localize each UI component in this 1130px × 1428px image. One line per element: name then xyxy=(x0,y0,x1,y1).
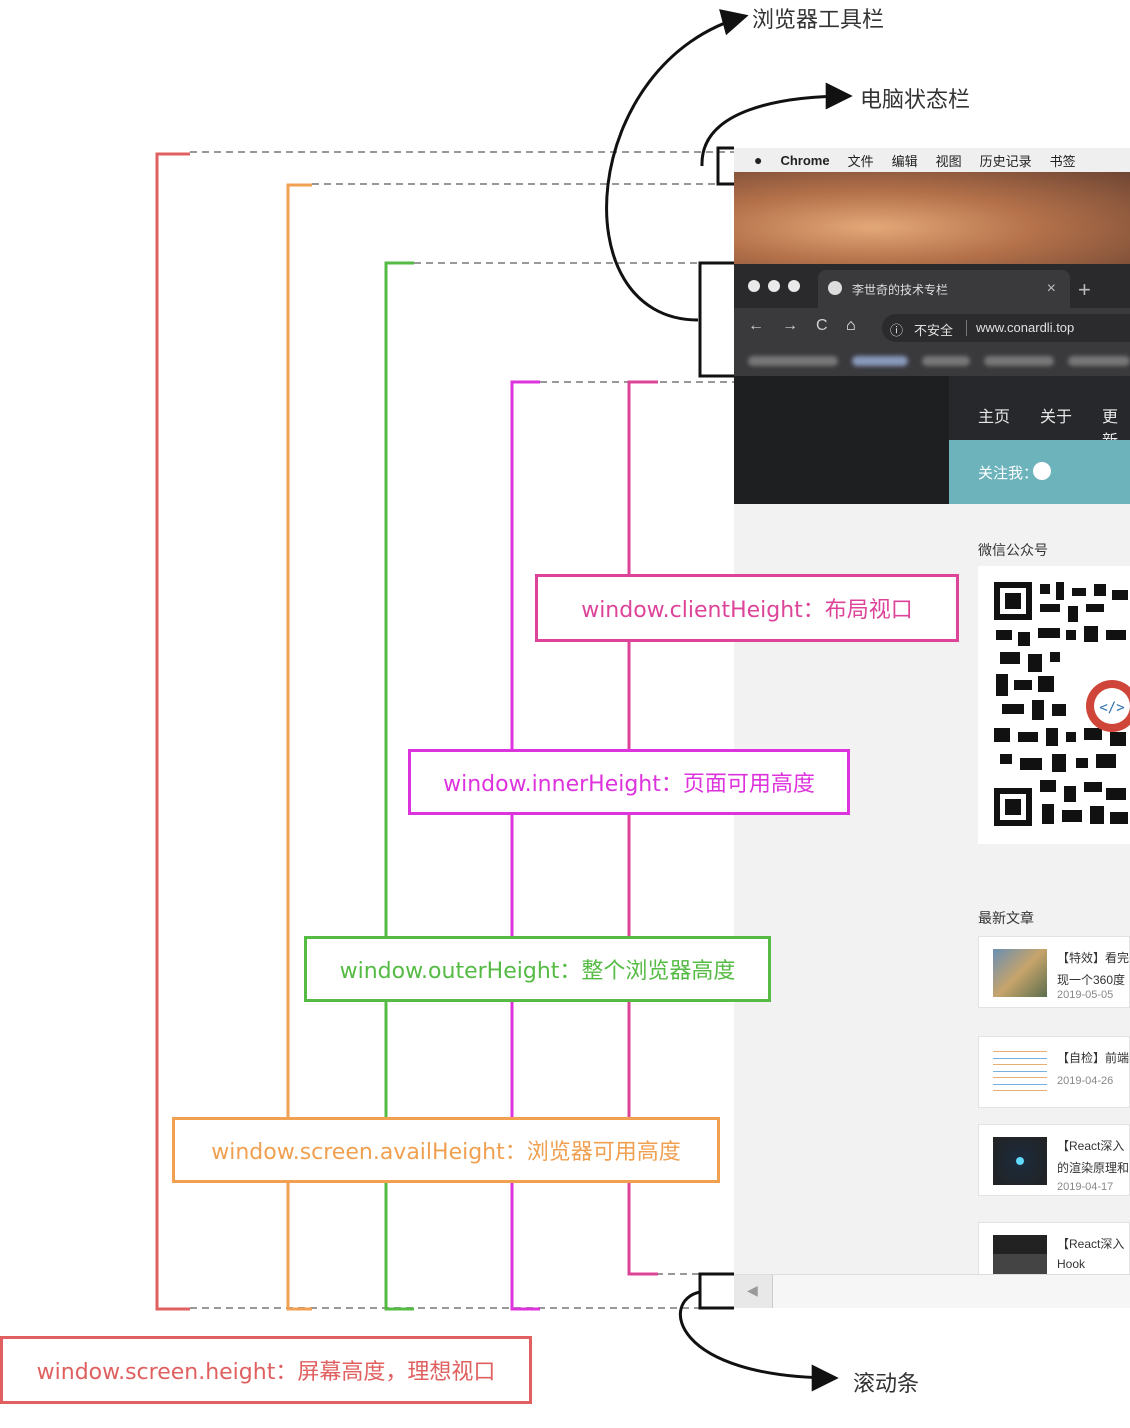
menubar-item-view[interactable]: 视图 xyxy=(935,153,962,169)
scrollbar-arrow xyxy=(678,1290,839,1392)
qr-badge-text: </> xyxy=(1099,700,1124,716)
horizontal-scrollbar[interactable]: ◀ xyxy=(734,1274,1130,1308)
forward-icon[interactable]: → xyxy=(782,317,798,334)
desktop-wallpaper xyxy=(734,172,1130,264)
article-card[interactable]: 【React深入 Hook xyxy=(978,1222,1130,1274)
toolbar-bracket xyxy=(698,261,734,378)
wechat-title: 微信公众号 xyxy=(978,542,1048,558)
outer-height-bracket xyxy=(384,261,414,1311)
bookmark-item[interactable] xyxy=(748,356,838,366)
address-bar[interactable]: ⓘ 不安全 www.conardli.top xyxy=(882,314,1130,342)
window-minimize-dot[interactable] xyxy=(768,280,780,292)
follow-label: 关注我： xyxy=(978,465,1039,482)
menubar-item-bookmarks[interactable]: 书签 xyxy=(1049,153,1076,169)
apple-icon: ● xyxy=(754,152,763,168)
menubar-item-history[interactable]: 历史记录 xyxy=(979,153,1032,169)
scrollbar-label: 滚动条 xyxy=(853,1372,920,1397)
avail-height-bracket xyxy=(286,183,312,1311)
latest-title: 最新文章 xyxy=(978,910,1034,926)
toolbar-arrow xyxy=(605,9,749,322)
inner-height-bracket xyxy=(510,380,540,1311)
screen-height-label: window.screen.height：屏幕高度，理想视口 xyxy=(0,1336,532,1404)
qr-code-icon: </> xyxy=(994,582,1130,826)
client-height-bracket xyxy=(627,380,658,1276)
screen-height-bracket xyxy=(155,152,190,1311)
web-page: 主页 关于 更新 关注我： 微信公众号 xyxy=(734,376,1130,1274)
info-icon: ⓘ xyxy=(890,323,904,338)
back-icon[interactable]: ← xyxy=(748,317,764,334)
article-date: 2019-04-17 xyxy=(1057,1181,1114,1193)
article-card[interactable]: 【特效】看完 现一个360度 2019-05-05 xyxy=(978,936,1130,1008)
new-tab-button[interactable]: + xyxy=(1078,277,1091,302)
article-title-line2: 现一个360度 xyxy=(1057,973,1126,987)
menubar-app-name[interactable]: Chrome xyxy=(780,152,830,168)
browser-tab[interactable]: 李世奇的技术专栏 × xyxy=(818,270,1070,308)
article-title: 【自检】前端 xyxy=(1057,1051,1130,1065)
statusbar-bracket xyxy=(716,146,734,186)
page-left-header xyxy=(734,376,949,504)
home-icon[interactable]: ⌂ xyxy=(846,317,856,334)
site-nav: 主页 关于 更新 xyxy=(949,376,1130,450)
bookmarks-bar xyxy=(734,346,1130,376)
statusbar-label: 电脑状态栏 xyxy=(860,88,971,113)
article-card[interactable]: 【自检】前端 2019-04-26 xyxy=(978,1036,1130,1108)
client-height-label: window.clientHeight：布局视口 xyxy=(535,574,959,642)
window-close-dot[interactable] xyxy=(748,280,760,292)
globe-icon xyxy=(828,281,842,295)
statusbar-arrow xyxy=(700,82,853,167)
menubar-item-file[interactable]: 文件 xyxy=(847,153,874,169)
insecure-label: 不安全 xyxy=(914,323,954,338)
follow-banner: 关注我： xyxy=(949,440,1130,504)
article-thumbnail xyxy=(993,1049,1047,1097)
nav-about[interactable]: 关于 xyxy=(1040,409,1073,426)
scroll-left-button[interactable]: ◀ xyxy=(734,1275,773,1308)
bookmark-item[interactable] xyxy=(1068,356,1130,366)
bookmark-item[interactable] xyxy=(922,356,970,366)
menubar-item-edit[interactable]: 编辑 xyxy=(891,153,918,169)
inner-height-label: window.innerHeight：页面可用高度 xyxy=(408,749,850,815)
article-date: 2019-05-05 xyxy=(1057,989,1114,1001)
article-title: 【React深入 xyxy=(1057,1237,1125,1251)
article-title: 【React深入 xyxy=(1057,1139,1125,1153)
qr-card: </> xyxy=(978,566,1130,844)
tab-close-icon[interactable]: × xyxy=(1046,280,1056,297)
tab-title: 李世奇的技术专栏 xyxy=(852,282,949,297)
avail-height-label: window.screen.availHeight：浏览器可用高度 xyxy=(172,1117,720,1183)
window-zoom-dot[interactable] xyxy=(788,280,800,292)
article-thumbnail xyxy=(993,949,1047,997)
article-thumbnail xyxy=(993,1137,1047,1185)
address-divider xyxy=(966,320,967,336)
outer-height-label: window.outerHeight：整个浏览器高度 xyxy=(304,936,771,1002)
github-icon[interactable] xyxy=(1033,462,1051,480)
article-thumbnail xyxy=(993,1235,1047,1274)
mac-menubar: ● Chrome 文件 编辑 视图 历史记录 书签 xyxy=(734,148,1130,172)
bookmark-item[interactable] xyxy=(852,356,908,366)
scrollbar-bracket xyxy=(698,1272,734,1310)
article-title-line2: 的渲染原理和 xyxy=(1057,1161,1130,1175)
url-text: www.conardli.top xyxy=(976,320,1075,335)
bookmark-item[interactable] xyxy=(984,356,1054,366)
toolbar-label: 浏览器工具栏 xyxy=(752,8,885,33)
article-card[interactable]: 【React深入 的渲染原理和 2019-04-17 xyxy=(978,1124,1130,1196)
article-title-line2: Hook xyxy=(1057,1257,1086,1271)
article-title: 【特效】看完 xyxy=(1057,951,1130,965)
nav-home[interactable]: 主页 xyxy=(978,409,1011,426)
reload-icon[interactable]: C xyxy=(816,317,828,334)
article-date: 2019-04-26 xyxy=(1057,1075,1114,1087)
triangle-left-icon: ◀ xyxy=(747,1282,758,1298)
